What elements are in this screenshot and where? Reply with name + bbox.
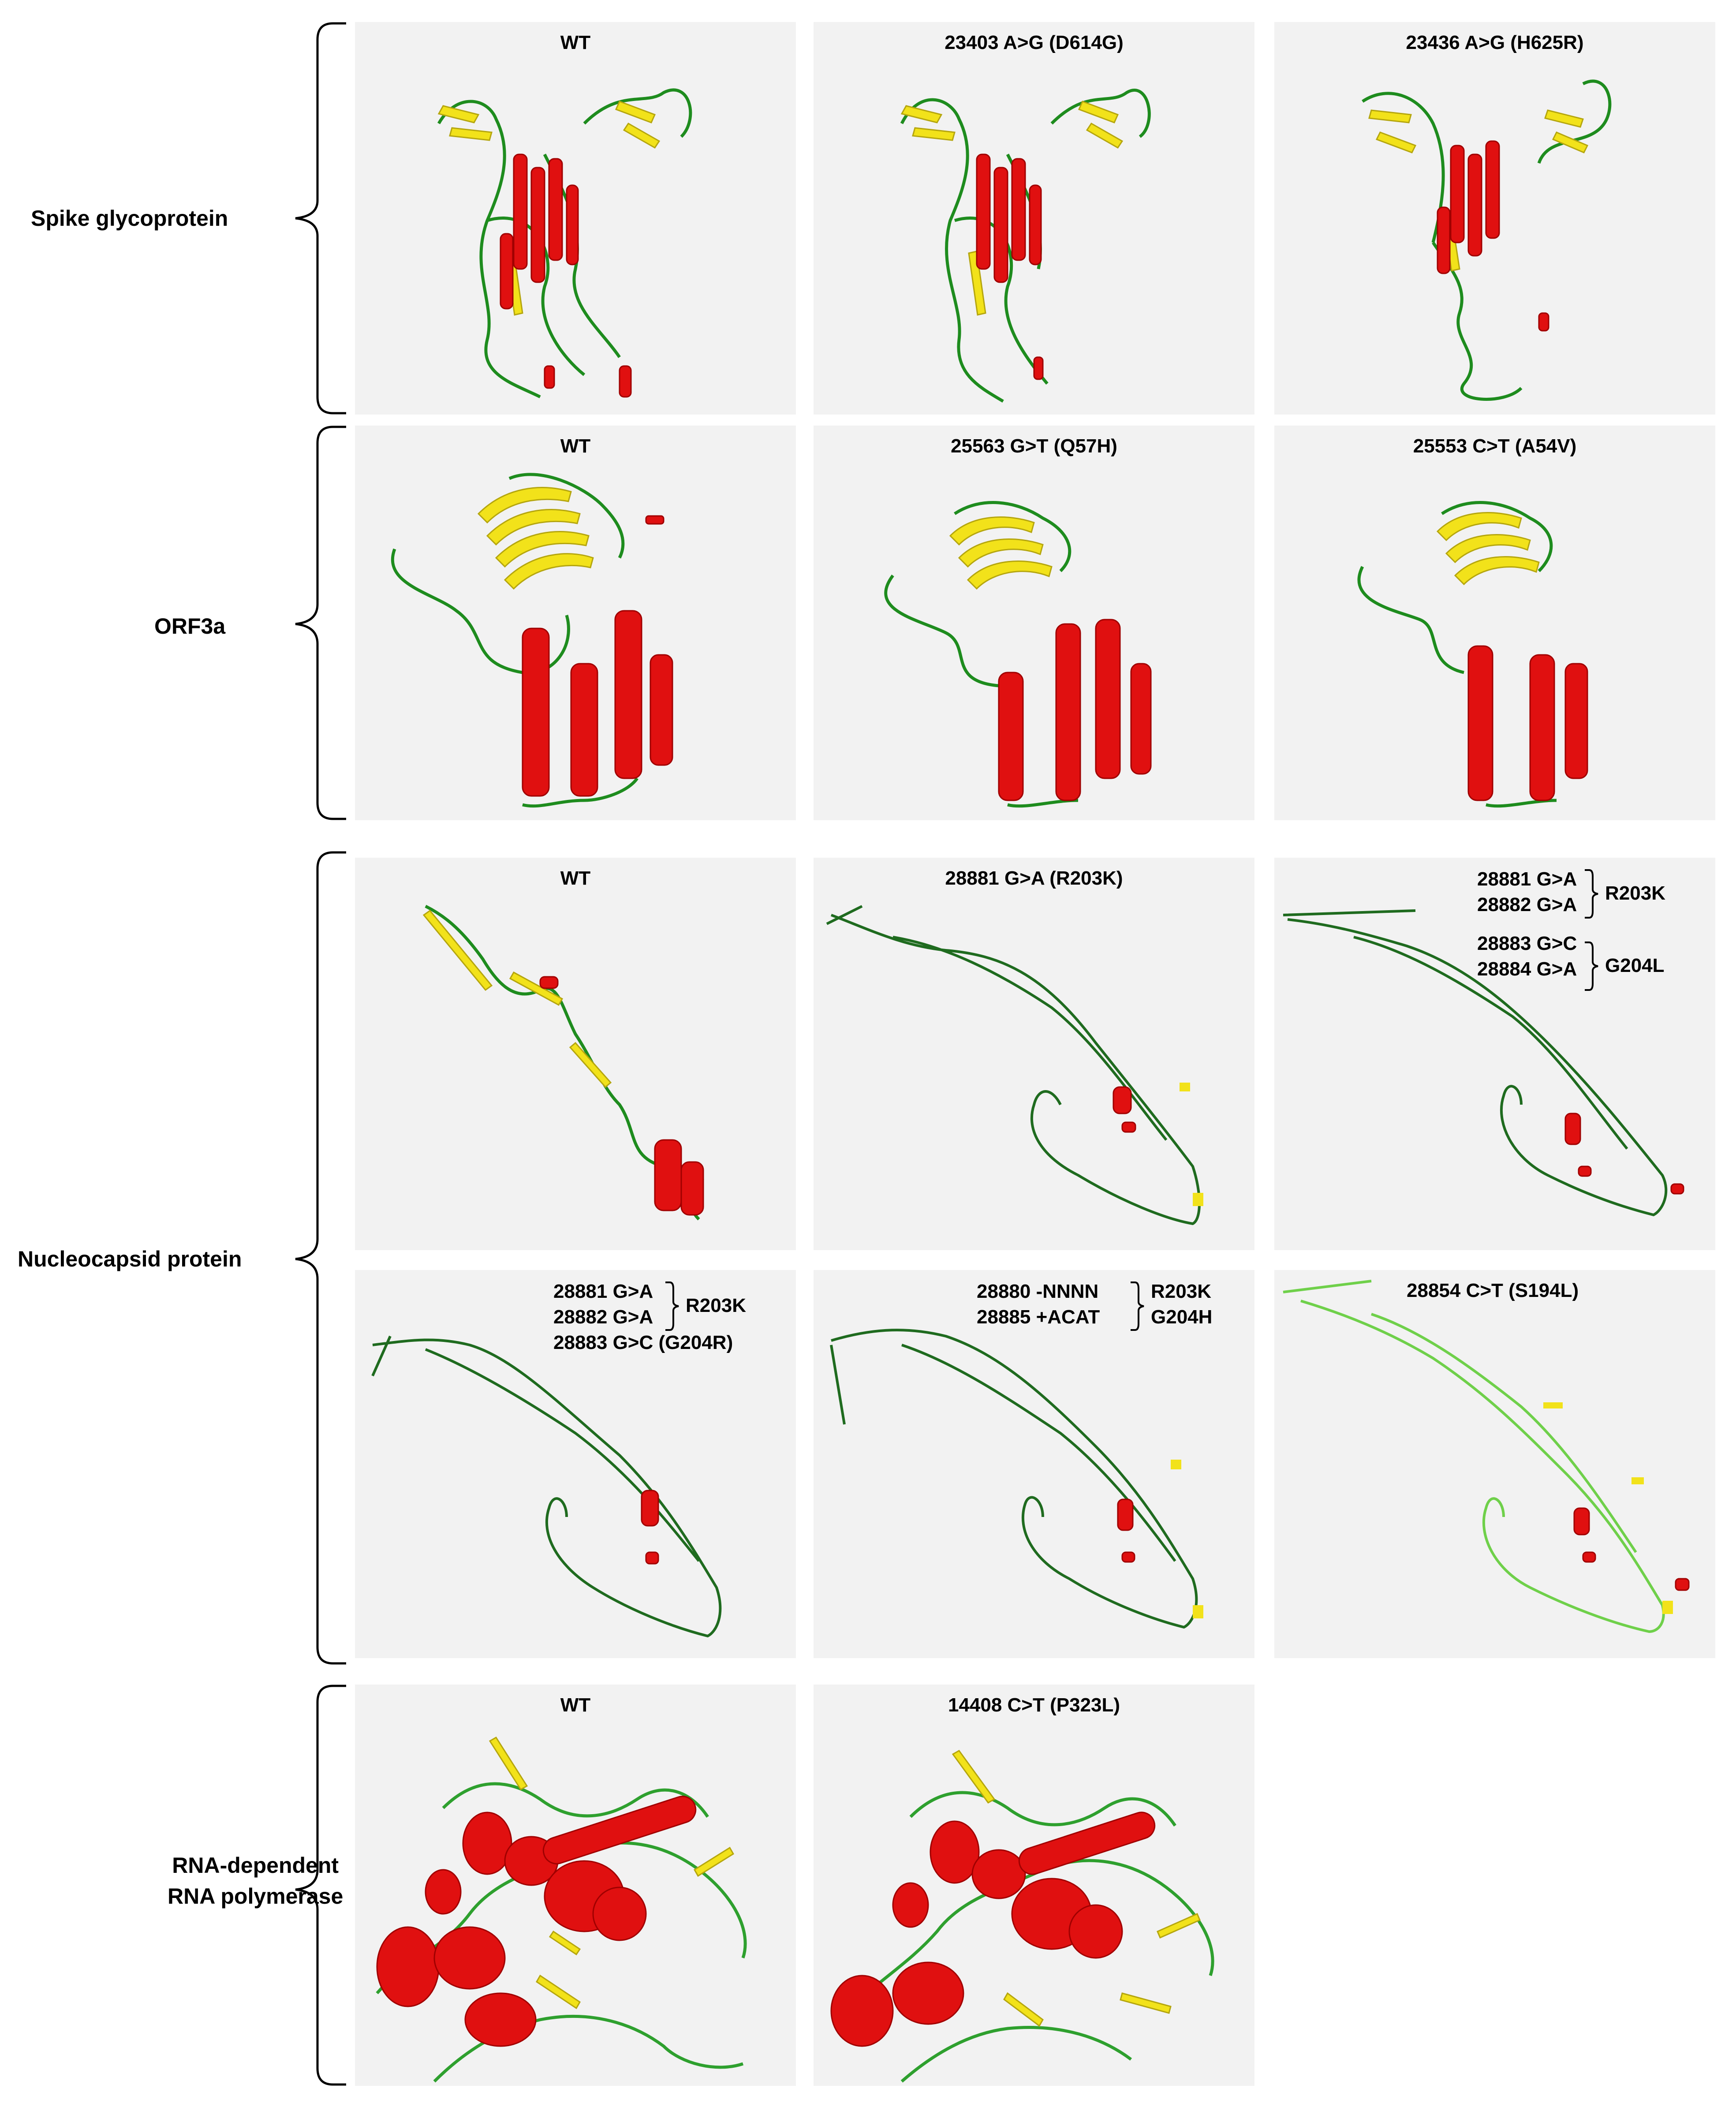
annotation-indel-lines: 28880 -NNNN 28885 +ACAT — [977, 1279, 1100, 1330]
group-label-nucleocapsid: Nucleocapsid protein — [18, 1244, 242, 1274]
structure-spike-wt — [437, 88, 692, 399]
annotation-brace — [665, 1281, 679, 1331]
annotation-r203k-g204r-lines: 28881 G>A 28882 G>A 28883 G>C (G204R) — [553, 1279, 733, 1356]
panel-rdrp-wt: WT — [355, 1685, 796, 2086]
panel-spike-wt: WT — [355, 22, 796, 415]
panel-title: 25553 C>T (A54V) — [1413, 435, 1577, 457]
panel-n-s194l: 28854 C>T (S194L) — [1274, 1270, 1715, 1658]
group-brace-rdrp — [295, 1685, 346, 2086]
panel-n-indel: 28880 -NNNN 28885 +ACAT R203K G204H — [814, 1270, 1254, 1658]
annotation-line: 28880 -NNNN — [977, 1281, 1099, 1302]
structure-n-r203k-g204l — [1283, 909, 1684, 1217]
group-brace-orf3a — [295, 426, 346, 820]
panel-title: 14408 C>T (P323L) — [948, 1694, 1120, 1716]
annotation-effect: G204H — [1151, 1306, 1213, 1328]
group-label-orf3a: ORF3a — [154, 611, 225, 642]
annotation-effect: R203K — [686, 1295, 746, 1316]
group-label-text: ORF3a — [154, 614, 226, 639]
annotation-line: 28883 G>C — [1477, 933, 1577, 954]
panel-orf3a-a54v: 25553 C>T (A54V) — [1274, 426, 1715, 820]
panel-n-r203k: 28881 G>A (R203K) — [814, 858, 1254, 1250]
structure-n-r203k-g204r — [371, 1335, 722, 1638]
group-brace-spike — [295, 22, 346, 415]
annotation-effect: R203K — [1605, 882, 1665, 904]
group-brace-nucleocapsid — [295, 851, 346, 1665]
panel-rdrp-p323l: 14408 C>T (P323L) — [814, 1685, 1254, 2086]
panel-n-wt: WT — [355, 858, 796, 1250]
structure-rdrp-p323l — [830, 1750, 1214, 2083]
panel-spike-d614g: 23403 A>G (D614G) — [814, 22, 1254, 415]
annotation-r203k-g204l-lines: 28881 G>A 28882 G>A 28883 G>C 28884 G>A — [1477, 867, 1577, 982]
group-label-line: RNA-dependent — [172, 1853, 339, 1878]
group-label-text: Nucleocapsid protein — [18, 1247, 242, 1271]
structure-orf3a-a54v — [1357, 501, 1588, 808]
annotation-brace — [1131, 1281, 1144, 1331]
group-label-spike: Spike glycoprotein — [31, 203, 228, 234]
panel-title: 23403 A>G (D614G) — [945, 32, 1124, 53]
annotation-line: 28881 G>A — [553, 1281, 653, 1302]
panel-title: 28854 C>T (S194L) — [1407, 1280, 1579, 1301]
structure-orf3a-q57h — [884, 501, 1152, 808]
annotation-effect: R203K — [1151, 1281, 1211, 1302]
annotation-effect: G204L — [1605, 955, 1665, 976]
structure-n-wt — [422, 904, 704, 1221]
panel-n-r203k-g204r: 28881 G>A 28882 G>A 28883 G>C (G204R) R2… — [355, 1270, 796, 1658]
annotation-line: 28882 G>A — [553, 1306, 653, 1328]
structure-n-s194l — [1283, 1280, 1690, 1633]
panel-spike-h625r: 23436 A>G (H625R) — [1274, 22, 1715, 415]
group-label-text: Spike glycoprotein — [31, 206, 228, 231]
panel-title: WT — [560, 32, 591, 53]
panel-title: WT — [560, 1694, 591, 1716]
annotation-line: 28882 G>A — [1477, 894, 1577, 915]
panel-orf3a-q57h: 25563 G>T (Q57H) — [814, 426, 1254, 820]
annotation-line: 28885 +ACAT — [977, 1306, 1100, 1328]
annotation-line: 28881 G>A — [1477, 868, 1577, 890]
annotation-indel-effects: R203K G204H — [1151, 1279, 1212, 1330]
structure-spike-h625r — [1362, 79, 1612, 401]
structure-rdrp-wt — [376, 1736, 747, 2083]
panel-title: 23436 A>G (H625R) — [1406, 32, 1584, 53]
annotation-line: 28884 G>A — [1477, 958, 1577, 980]
structure-spike-d614g — [900, 88, 1151, 403]
panel-title: 25563 G>T (Q57H) — [951, 435, 1117, 457]
panel-title: WT — [560, 435, 591, 457]
panel-title: WT — [560, 867, 591, 889]
panel-orf3a-wt: WT — [355, 426, 796, 820]
annotation-line: 28883 G>C (G204R) — [553, 1332, 733, 1353]
structure-orf3a-wt — [391, 473, 673, 808]
panel-title: 28881 G>A (R203K) — [945, 867, 1123, 889]
structure-n-r203k — [826, 905, 1203, 1225]
annotation-brace — [1585, 869, 1598, 991]
structure-n-indel — [830, 1329, 1203, 1629]
panel-n-r203k-g204l: 28881 G>A 28882 G>A 28883 G>C 28884 G>A … — [1274, 858, 1715, 1250]
